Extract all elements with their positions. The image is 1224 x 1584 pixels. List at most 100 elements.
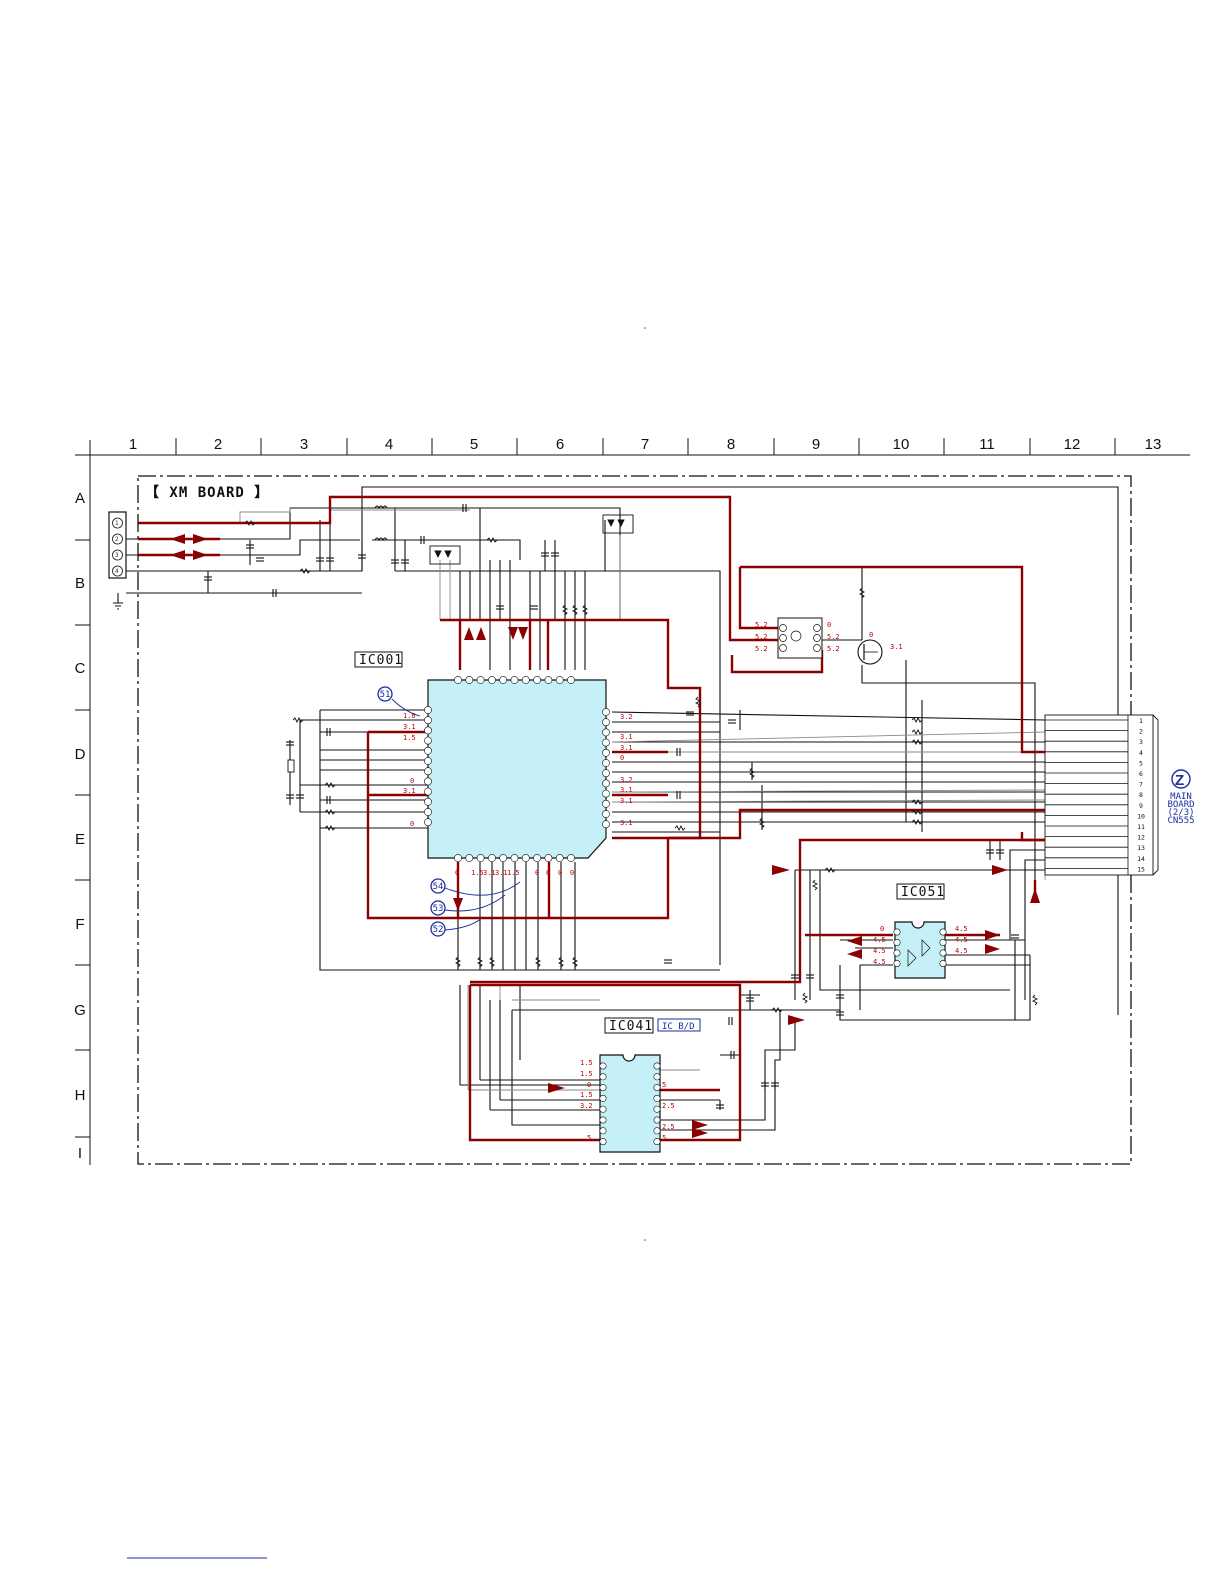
grid-column-label: 2	[214, 436, 222, 453]
grid-frame	[75, 438, 1190, 1165]
ic-pin	[499, 676, 508, 684]
connector-pin-number: 5	[1139, 759, 1143, 767]
voltage-ic001-right-0: 3.2	[620, 713, 633, 721]
voltage-ic001-right-4: 3.2	[620, 776, 633, 784]
voltage-reg-right-2: 5.2	[827, 645, 840, 653]
ic-pin	[424, 797, 432, 806]
ic-pin	[653, 1127, 661, 1135]
ic-pin	[424, 706, 432, 714]
ic-pin	[424, 787, 432, 796]
voltage-ic001-left-1: 3.1	[403, 723, 416, 731]
main-board-line4: CN555	[1167, 816, 1194, 826]
voltage-ic001-left-0: 1.6	[403, 712, 416, 720]
input-pin-1: 1	[115, 520, 119, 527]
page-mark	[644, 1239, 646, 1241]
voltage-ic001-left-3: 0	[410, 777, 414, 785]
voltage-ic041-left-3: 1.5	[580, 1091, 593, 1099]
grid-column-label: 8	[727, 436, 735, 453]
voltage-ic041-left-4: 3.2	[580, 1102, 593, 1110]
voltage-ic051-left-2: 4.5	[873, 947, 886, 955]
grid-column-label: 10	[893, 436, 910, 453]
ic-pin	[424, 746, 432, 755]
input-pin-3: 3	[115, 552, 119, 559]
ic-pin	[533, 854, 541, 862]
ic-pin	[487, 854, 496, 862]
waveform-markers: 51 54 53 52	[377, 686, 521, 937]
connector-pin-number: 3	[1139, 738, 1143, 746]
connector-pin-number: 15	[1137, 865, 1145, 873]
voltage-ic001-right-6: 3.1	[620, 797, 633, 805]
connector-pin-number: 2	[1139, 728, 1143, 736]
grid-column-label: 13	[1145, 436, 1162, 453]
ic-pin	[939, 928, 947, 936]
ic-pin	[599, 1084, 607, 1092]
voltage-ic051-right-0: 4.5	[955, 925, 968, 933]
voltage-transistor-0: 0	[869, 631, 873, 639]
ic041-tag: IC B/D	[662, 1022, 695, 1032]
ic-pin	[893, 949, 901, 957]
connector-pin-number: 11	[1137, 823, 1145, 831]
ic-pin	[544, 676, 553, 684]
voltage-ic041-right-0: 5	[662, 1081, 666, 1089]
voltage-ic041-right-2: 2.5	[662, 1123, 675, 1131]
grid-row-label: B	[75, 575, 85, 592]
input-connector: 1 2 3 4	[108, 511, 127, 579]
ic-pin	[893, 928, 901, 936]
signal-paths	[138, 495, 1045, 1142]
grid-row-label: G	[74, 1002, 86, 1019]
grid-row-label: E	[75, 831, 85, 848]
marker-53: 53	[433, 904, 444, 914]
wires-black	[117, 486, 1119, 1131]
main-board-badge	[1171, 769, 1191, 789]
connector-pin-number: 14	[1137, 855, 1145, 863]
page-mark	[644, 327, 646, 329]
ic-pin	[602, 799, 610, 808]
ic-pin	[653, 1138, 661, 1146]
ic051-label-box	[896, 883, 945, 900]
connector-pin-number: 13	[1137, 844, 1145, 852]
ic001-label-box	[354, 651, 403, 668]
ic-pin	[602, 810, 610, 818]
ic-pin	[893, 938, 901, 946]
ic-pin	[465, 676, 474, 684]
grid-column-label: 6	[556, 436, 564, 453]
ic-pin	[939, 959, 947, 967]
ic041-label: IC041	[609, 1019, 653, 1034]
voltage-labels: 1.6 3.1 1.5 0 3.1 0 3.2 3.1 3.1 0 3.2 3.…	[403, 621, 968, 1142]
marker-52: 52	[433, 925, 444, 935]
ic-pin	[653, 1073, 661, 1081]
grid-column-label: 11	[979, 436, 995, 453]
ic-pin	[653, 1116, 661, 1124]
ic-pin	[424, 716, 432, 725]
connector-pin-number: 12	[1137, 834, 1145, 842]
wires-gray	[239, 508, 1046, 1091]
voltage-ic001-right-3: 0	[620, 754, 624, 762]
ic041-chip	[599, 1054, 661, 1153]
voltage-ic001-right-7: 3.1	[620, 819, 633, 827]
ic041-label-box	[604, 1017, 654, 1034]
ic-pin	[893, 959, 901, 967]
ic-pin	[602, 759, 610, 767]
grid-column-label: 7	[641, 436, 649, 453]
connector-pin-number: 1	[1139, 717, 1143, 725]
voltage-ic001-bottom-8: 0	[570, 869, 574, 877]
ic-pin	[602, 728, 610, 737]
ic-pin	[424, 767, 432, 776]
voltage-ic001-left-4: 3.1	[403, 787, 416, 795]
ic-pin	[653, 1105, 661, 1113]
ic-pin	[510, 676, 519, 684]
voltage-ic001-bottom-3: 3.1	[495, 869, 508, 877]
ic051-label: IC051	[901, 885, 945, 900]
ic-pin	[424, 726, 432, 735]
ic-pin	[499, 854, 508, 862]
ic-pin	[599, 1062, 607, 1070]
voltage-ic001-right-2: 3.1	[620, 744, 633, 752]
voltage-ic001-bottom-2: 3.1	[483, 869, 496, 877]
voltage-ic041-left-5: 5	[587, 1134, 591, 1142]
voltage-ic001-bottom-6: 0	[546, 869, 550, 877]
main-board-line3: (2/3)	[1167, 808, 1194, 818]
main-board-line2: BOARD	[1167, 800, 1194, 810]
ic-pin	[599, 1105, 607, 1113]
voltage-ic041-right-3: 5	[662, 1134, 666, 1142]
